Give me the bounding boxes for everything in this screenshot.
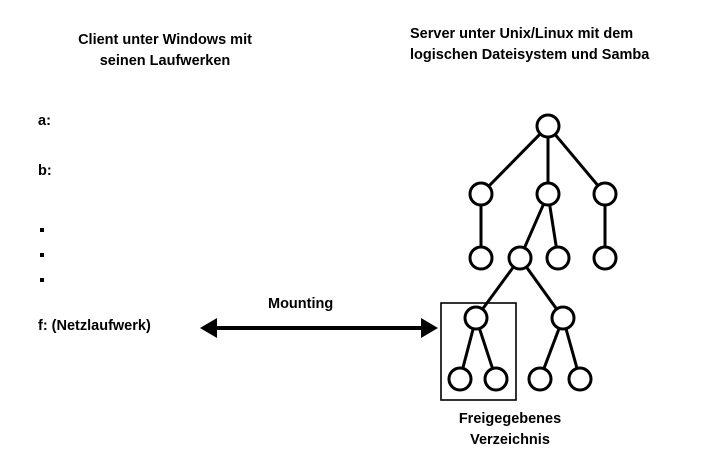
tree-node — [468, 245, 494, 271]
tree-node — [592, 245, 618, 271]
tree-edge — [564, 328, 579, 369]
mounting-arrowhead-right — [421, 318, 438, 338]
tree-node — [535, 113, 561, 139]
share-caption: Freigegebenes Verzeichnis — [458, 411, 562, 448]
tree-edge — [525, 266, 558, 310]
tree-node — [592, 181, 618, 207]
drive-label-f-netzlaufwerk: f: (Netzlaufwerk) — [38, 318, 151, 334]
tree-edge — [548, 204, 558, 248]
tree-edge — [478, 327, 494, 370]
mounting-arrow — [200, 318, 438, 338]
tree-node — [550, 305, 576, 331]
tree-edge — [487, 132, 542, 188]
mounting-label: Mounting — [268, 296, 334, 312]
tree-edge — [461, 328, 475, 369]
tree-node — [545, 245, 571, 271]
ellipsis-dot — [40, 253, 44, 257]
tree-edge — [553, 133, 600, 187]
tree-node — [567, 366, 593, 392]
ellipsis-dot — [40, 228, 44, 232]
tree-node — [468, 181, 494, 207]
shared-directory-box — [440, 302, 517, 401]
tree-node — [483, 366, 509, 392]
tree-node — [463, 305, 489, 331]
tree-edge — [481, 265, 515, 311]
tree-edge-group — [461, 132, 607, 370]
mounting-arrowhead-left — [200, 318, 217, 338]
tree-edge — [542, 327, 561, 370]
tree-node — [527, 366, 553, 392]
tree-node-group — [447, 113, 618, 392]
server-heading: Server unter Unix/Linux mit dem logische… — [410, 26, 650, 63]
tree-node — [507, 245, 533, 271]
client-heading: Client unter Windows mit seinen Laufwerk… — [78, 32, 252, 69]
drive-label-b: b: — [38, 163, 52, 179]
tree-node — [447, 366, 473, 392]
drive-label-a: a: — [38, 113, 51, 129]
ellipsis-dot — [40, 278, 44, 282]
tree-edge — [523, 203, 545, 249]
tree-node — [535, 181, 561, 207]
